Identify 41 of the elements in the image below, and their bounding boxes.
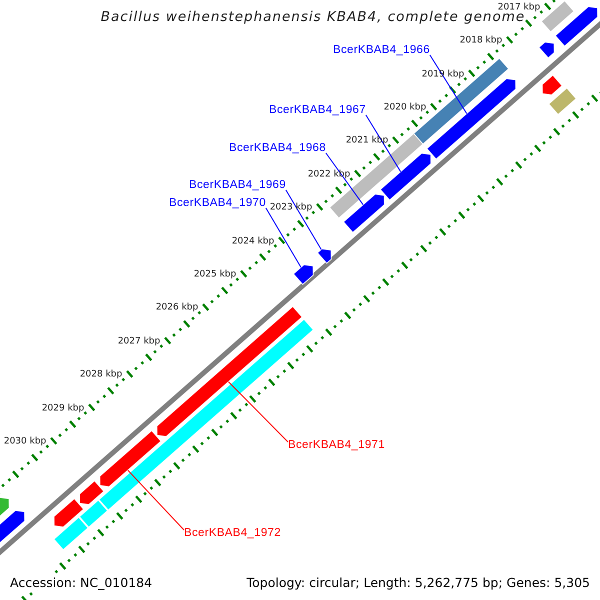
leader-line bbox=[365, 114, 402, 172]
scale-label: 2025 kbp bbox=[194, 269, 236, 280]
gene-marker bbox=[542, 74, 563, 96]
scale-label: 2030 kbp bbox=[4, 436, 46, 448]
gene-marker bbox=[292, 264, 314, 286]
scale-label: 2020 kbp bbox=[384, 102, 426, 114]
scale-label: 2024 kbp bbox=[232, 236, 274, 248]
track-bar bbox=[329, 133, 424, 219]
gene-marker bbox=[99, 430, 162, 488]
gene-label: BcerKBAB4_1966 bbox=[333, 44, 430, 57]
gene-label: BcerKBAB4_1969 bbox=[189, 179, 286, 192]
leader-line bbox=[265, 208, 302, 268]
accession-text: Accession: NC_010184 bbox=[10, 575, 152, 590]
gene-marker bbox=[54, 498, 84, 528]
gene-marker bbox=[343, 194, 385, 233]
gene-label: BcerKBAB4_1971 bbox=[288, 439, 385, 452]
track-bar bbox=[540, 0, 574, 32]
leader-line bbox=[127, 470, 184, 530]
genome-summary-text: Topology: circular; Length: 5,262,775 bp; Genes: 5,305 bbox=[246, 575, 590, 590]
scale-label: 2027 kbp bbox=[118, 336, 160, 348]
gene-marker bbox=[426, 78, 516, 160]
gene-label: BcerKBAB4_1968 bbox=[229, 142, 326, 155]
leader-line bbox=[429, 54, 468, 114]
scale-label: 2028 kbp bbox=[80, 370, 122, 381]
gene-marker bbox=[554, 6, 598, 47]
leader-line bbox=[228, 381, 288, 442]
scale-label: 2023 kbp bbox=[270, 202, 312, 214]
gene-label: BcerKBAB4_1967 bbox=[269, 104, 366, 117]
gene-label: BcerKBAB4_1972 bbox=[184, 527, 281, 540]
leader-line bbox=[285, 190, 322, 250]
gene-marker bbox=[316, 248, 332, 264]
leader-line bbox=[325, 152, 364, 206]
scale-label: 2018 kbp bbox=[460, 36, 502, 47]
gene-marker bbox=[380, 152, 432, 201]
track-bar bbox=[53, 516, 89, 550]
gene-marker bbox=[79, 480, 104, 505]
scale-label: 2026 kbp bbox=[156, 302, 198, 314]
track-bar bbox=[548, 88, 577, 116]
gene-marker bbox=[538, 42, 555, 58]
gene-label: BcerKBAB4_1970 bbox=[169, 197, 266, 210]
scale-label: 2029 kbp bbox=[42, 403, 84, 414]
